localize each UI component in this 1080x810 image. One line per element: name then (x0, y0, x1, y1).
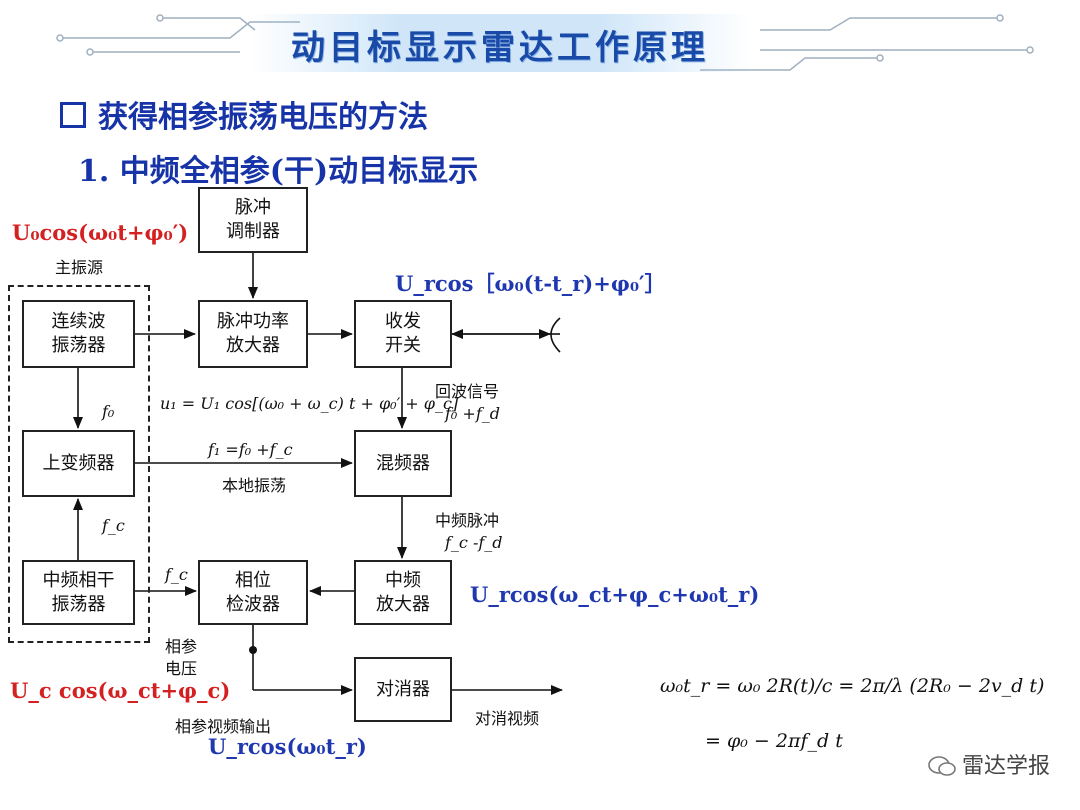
phase-detector-block: 相位 检波器 (198, 560, 308, 625)
pulse-power-amp-block: 脉冲功率 放大器 (198, 300, 308, 368)
title-banner (250, 14, 750, 72)
wechat-icon (928, 755, 956, 777)
watermark: 雷达学报 (928, 748, 1050, 780)
f0-label: f₀ (102, 402, 115, 421)
ur-if-signal: U_rcos(ω_ct+φ_c+ω₀t_r) (470, 582, 760, 607)
master-oscillator-group (8, 285, 150, 643)
uc-signal: U_c cos(ω_ct+φ_c) (10, 678, 231, 703)
local-osc-label: 本地振荡 (222, 476, 287, 495)
sub-heading: 1. 中频全相参(干)动目标显示 (78, 154, 479, 189)
echo-freq-label: f₀ +f_d (445, 404, 500, 423)
bullet-square-icon (60, 102, 86, 128)
ur-video-signal: U_rcos(ω₀t_r) (208, 734, 367, 759)
canceller-block: 对消器 (354, 657, 452, 722)
pulse-modulator-block: 脉冲 调制器 (198, 187, 308, 253)
phase-equation-line2: = φ₀ − 2πf_d t (705, 730, 843, 752)
u1-equation: u₁ = U₁ cos[(ω₀ + ω_c) t + φ₀′ + φ_c] (160, 394, 459, 413)
upconverter-block: 上变频器 (22, 430, 135, 497)
slide-title: 动目标显示雷达工作原理 (291, 28, 709, 68)
coherent-video-out-label: 相参视频输出 (175, 717, 272, 736)
echo-label: 回波信号 (435, 382, 500, 401)
if-freq-label: f_c -f_d (445, 533, 503, 552)
cw-oscillator-block: 连续波 振荡器 (22, 300, 135, 368)
if-amplifier-block: 中频 放大器 (354, 560, 452, 625)
banner-decoration (56, 14, 1034, 71)
f1-equation: f₁ =f₀ +f_c (208, 440, 293, 459)
fc-phase-label: f_c (165, 565, 188, 584)
cancel-video-label: 对消视频 (475, 709, 540, 728)
if-coherent-osc-block: 中频相干 振荡器 (22, 560, 135, 625)
if-pulse-label: 中频脉冲 (435, 511, 500, 530)
duplexer-block: 收发 开关 (354, 300, 452, 368)
u0-signal: U₀cos(ω₀t+φ₀′) (12, 220, 189, 245)
coherent-voltage-label: 相参 电压 (165, 637, 198, 678)
ur-echo-signal: U_rcos［ω₀(t-t_r)+φ₀′］ (395, 271, 666, 296)
section-heading: 获得相参振荡电压的方法 (60, 92, 428, 136)
phase-equation-line1: ω₀t_r = ω₀ 2R(t)/c = 2π/λ (2R₀ − 2v_d t) (660, 675, 1045, 697)
fc-label: f_c (102, 516, 125, 535)
master-osc-label: 主振源 (55, 258, 104, 277)
mixer-block: 混频器 (354, 430, 452, 497)
